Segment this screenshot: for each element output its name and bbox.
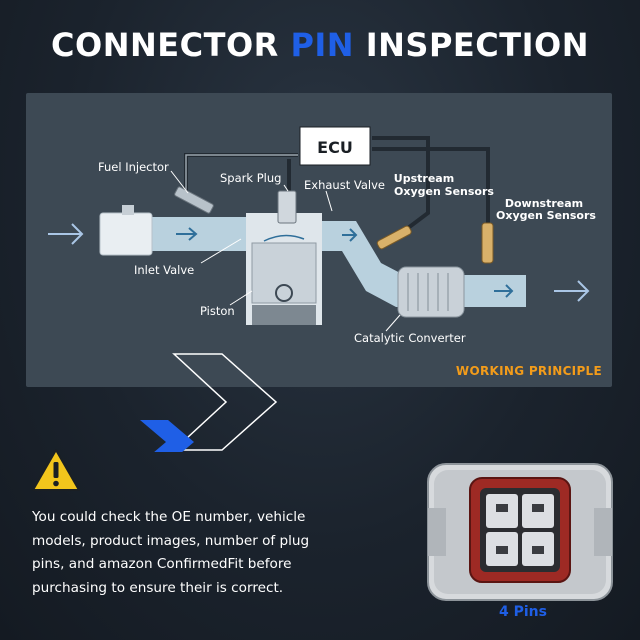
exhaust-flow-arrow — [342, 228, 358, 242]
pin-count-label: 4 Pins — [499, 604, 547, 620]
spark-plug-label: Spark Plug — [220, 171, 281, 185]
ecu-box — [299, 126, 371, 166]
chevron-decoration-icon — [140, 353, 278, 452]
piston-skirt — [252, 305, 316, 325]
warning-line-1: You could check the OE number, vehicle — [32, 509, 306, 525]
spark-plug-leader — [283, 184, 289, 192]
intake-flow-arrow — [176, 227, 198, 241]
engine-diagram: ECU Fuel Injector Spark Plug Exhaust Val… — [48, 126, 596, 345]
downstream-label-line1: Downstream — [505, 197, 583, 210]
injector-wire-highlight — [185, 154, 298, 195]
catalytic-leader — [385, 314, 401, 332]
title-accent: PIN — [290, 26, 355, 64]
upstream-label-line2: Oxygen Sensors — [394, 185, 494, 198]
exhaust-valve-leader — [325, 190, 333, 212]
upstream-label-line1: Upstream — [394, 172, 454, 185]
warning-line-4: purchasing to ensure their is correct. — [32, 579, 284, 596]
working-principle-caption: WORKING PRINCIPLE — [455, 364, 602, 378]
ecu-label: ECU — [317, 138, 353, 157]
tailpipe-flow-arrow — [494, 284, 514, 298]
upstream-sensor — [376, 225, 412, 250]
fuel-injector-leader — [170, 170, 189, 194]
outflow-arrow — [554, 280, 590, 302]
warning-line-2: models, product images, number of plug — [32, 532, 310, 549]
piston-leader — [229, 290, 253, 306]
downstream-wire — [372, 147, 490, 223]
fuel-injector-label: Fuel Injector — [98, 160, 169, 174]
warning-triangle-icon — [32, 449, 80, 491]
4-pin-connector-icon — [427, 463, 613, 601]
piston-pin — [275, 284, 293, 302]
exhaust-pipe — [316, 221, 526, 307]
spark-plug-body — [277, 190, 297, 224]
working-principle-diagram: ECU Fuel Injector Spark Plug Exhaust Val… — [26, 93, 612, 387]
fuel-injector-body — [174, 186, 214, 214]
air-sensor — [99, 212, 153, 256]
swirl-arrow — [263, 234, 305, 242]
catalytic-converter-label: Catalytic Converter — [354, 331, 466, 345]
title-part1: CONNECTOR — [51, 26, 291, 64]
downstream-sensor — [481, 222, 494, 264]
page-title: CONNECTOR PIN INSPECTION — [0, 26, 640, 64]
piston-label: Piston — [200, 304, 235, 318]
upstream-wire — [372, 136, 430, 233]
inlet-valve-leader — [200, 238, 242, 264]
exhaust-valve-label: Exhaust Valve — [304, 178, 385, 192]
inflow-arrow — [48, 223, 84, 245]
converter-ribs — [407, 273, 449, 311]
title-part2: INSPECTION — [354, 26, 589, 64]
piston — [251, 242, 317, 304]
inlet-valve-label: Inlet Valve — [134, 263, 194, 277]
warning-text: You could check the OE number, vehicle m… — [32, 506, 362, 600]
warning-line-3: pins, and amazon ConfirmedFit before — [32, 556, 292, 572]
downstream-label-line2: Oxygen Sensors — [496, 209, 596, 222]
air-sensor-cap — [122, 205, 134, 215]
